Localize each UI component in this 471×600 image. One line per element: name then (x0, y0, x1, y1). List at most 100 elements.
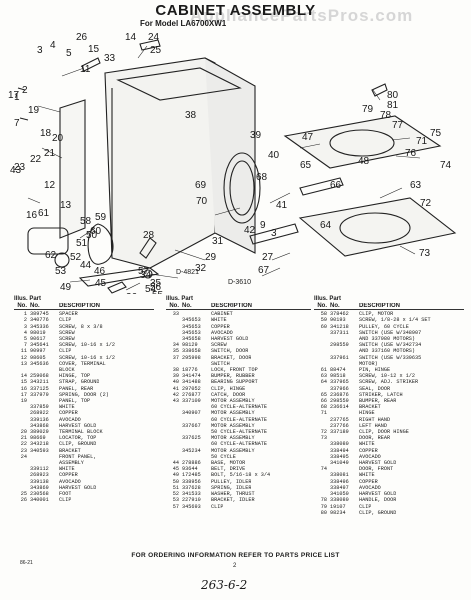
part-description: BUMPER, REAR (359, 398, 397, 405)
drum-opening (223, 152, 261, 224)
part-description: STRIKER, LATCH (359, 391, 403, 398)
part-number: 93644 (182, 466, 198, 473)
callout-27: 27 (262, 252, 274, 263)
callout-81: 81 (387, 100, 399, 111)
callout-18: 18 (40, 128, 52, 139)
table-row: 60 CYCLE-ALTERNATE (166, 417, 311, 423)
item-number: 21 (20, 435, 27, 442)
cabinet-front-outline (104, 57, 216, 269)
callout-70: 70 (196, 196, 208, 207)
col2-header: No. No. DESCRIPTION (166, 303, 311, 311)
part-description: 60 CYCLE-ALTERNATE (211, 441, 268, 448)
part-description: HARVEST GOLD (59, 484, 97, 491)
item-number: 43 (172, 398, 179, 405)
callout-19: 19 (28, 105, 40, 116)
callout-78: 78 (380, 110, 392, 121)
part-description: CLIP, MOTOR (359, 311, 394, 318)
part-description: CLIP, GROUND (59, 441, 97, 448)
drawing-code-2: D-3610 (228, 279, 251, 286)
part-description: HINGE (359, 410, 375, 417)
callout-3b: 3 (271, 228, 277, 239)
part-number: 343869 (30, 484, 49, 491)
item-number: 24 (20, 453, 27, 460)
callout-47: 47 (302, 132, 314, 143)
item-number: 20 (20, 429, 27, 436)
part-description: AVOCADO (59, 416, 81, 423)
part-number: 343211 (30, 379, 49, 386)
part-number: 345636 (30, 360, 49, 367)
item-number: 34 (172, 342, 179, 349)
callout-75: 75 (430, 128, 442, 139)
callout-80: 80 (387, 90, 399, 101)
part-number: 338081 (330, 472, 349, 479)
callout-45: 45 (95, 278, 107, 289)
callout-11: 11 (80, 64, 91, 75)
col1-desc-header: DESCRIPTION (59, 303, 101, 309)
part-number: 227910 (182, 497, 201, 504)
callout-2: 2 (22, 85, 28, 96)
part-number: 338497 (330, 484, 349, 491)
part-description: BLOCK (59, 367, 75, 374)
callout-65: 65 (300, 160, 312, 171)
part-number: 339112 (30, 466, 49, 473)
part-description: CLIP, HINGE (211, 385, 246, 392)
callout-21: 21 (44, 148, 56, 159)
part-description: PULLEY, IDLER (211, 478, 252, 485)
part-description: 60 CYCLE-ALTERNATE (211, 404, 268, 411)
callout-13: 13 (60, 200, 72, 211)
part-description: SPRING, DOOR (2) (59, 391, 109, 398)
part-number: 98129 (182, 342, 198, 349)
table-row: 60 CYCLE-ALTERNATE (166, 441, 311, 447)
callout-56: 56 (150, 282, 162, 293)
item-number: 26 (20, 497, 27, 504)
part-description: MOTOR ASSEMBLY (211, 422, 255, 429)
item-number: 38 (172, 367, 179, 374)
item-number: 11 (20, 348, 27, 355)
callout-66: 66 (330, 180, 342, 191)
part-description: BOLT, 5/16-18 x 3/4 (211, 472, 271, 479)
part-number: 378462 (330, 311, 349, 318)
item-number: 33 (172, 311, 179, 318)
part-number: 339138 (30, 478, 49, 485)
part-description: DOOR, FRONT (359, 466, 394, 473)
callout-15: 15 (88, 44, 100, 55)
item-number: 52 (172, 491, 179, 498)
part-description: DOOR, REAR (359, 435, 391, 442)
part-number: 345641 (30, 342, 49, 349)
clip-bracket (107, 281, 127, 294)
part-number: 389745 (30, 311, 49, 318)
part-number: 259068 (30, 373, 49, 380)
part-description: SWITCH (USE W/348907 (359, 329, 422, 336)
item-number: 57 (172, 503, 179, 510)
callout-54: 54 (145, 284, 157, 294)
rear-panel (59, 99, 86, 239)
callout-64: 64 (320, 220, 332, 231)
part-number: 278886 (182, 460, 201, 467)
col3-no-header: No. (317, 303, 327, 309)
part-description: SCREW, 1/8-28 x 1/4 SET (359, 317, 431, 324)
part-description: WHITE (59, 404, 75, 411)
part-description: LOCATOR, TOP (59, 435, 97, 442)
part-description: LEFT HAND (359, 422, 388, 429)
part-number: 345653 (182, 329, 201, 336)
